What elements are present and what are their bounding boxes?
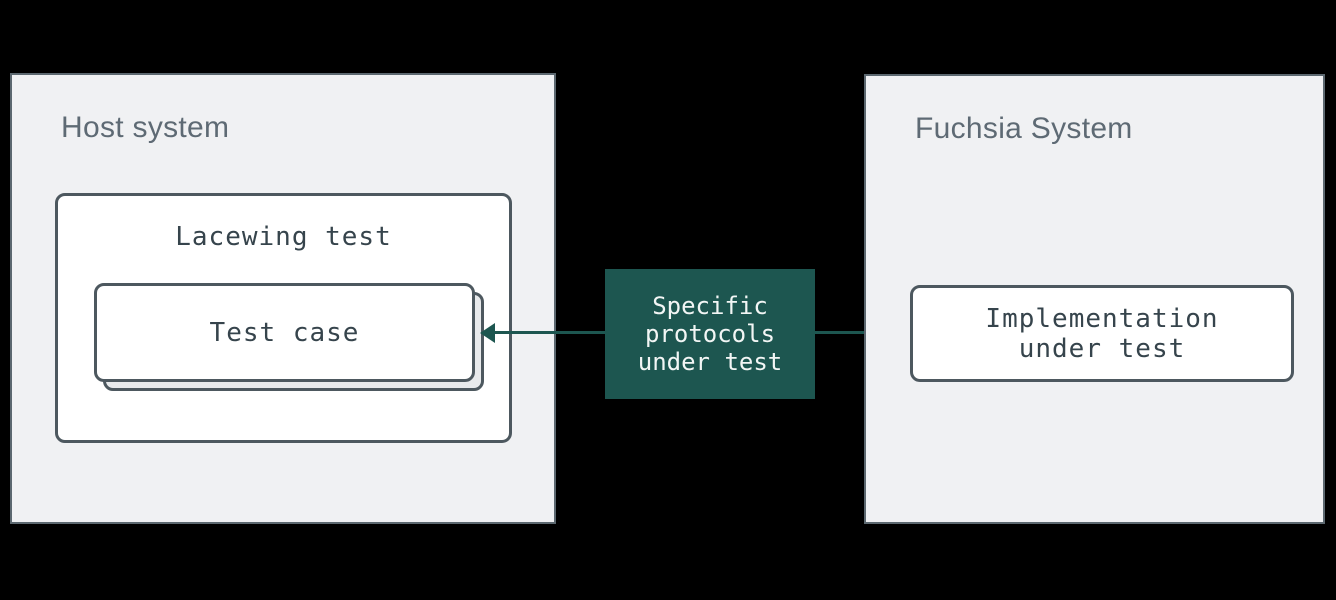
fuchsia-panel-title: Fuchsia System: [915, 112, 1133, 145]
implementation-under-test-box: Implementation under test: [910, 285, 1294, 382]
test-case-label: Test case: [209, 317, 360, 348]
host-system-panel: Host system Lacewing test Test case: [10, 73, 556, 524]
fuchsia-system-panel: Fuchsia System Implementation under test: [864, 74, 1325, 524]
arrow-right-line: [815, 331, 894, 334]
test-case-card: Test case: [94, 283, 475, 382]
protocols-node-line-1: Specific: [652, 292, 768, 320]
protocols-node-line-2: protocols: [644, 320, 776, 348]
arrow-left-line: [494, 331, 606, 334]
lacewing-test-box: Lacewing test Test case: [55, 193, 512, 443]
protocols-node-line-3: under test: [637, 348, 783, 376]
arrow-left-head-icon: [480, 323, 495, 343]
host-panel-title: Host system: [61, 111, 230, 144]
protocols-under-test-node: Specific protocols under test: [605, 269, 815, 399]
implementation-label-line-2: under test: [1018, 333, 1186, 364]
implementation-label-line-1: Implementation: [985, 303, 1219, 334]
lacewing-test-label: Lacewing test: [175, 222, 392, 252]
